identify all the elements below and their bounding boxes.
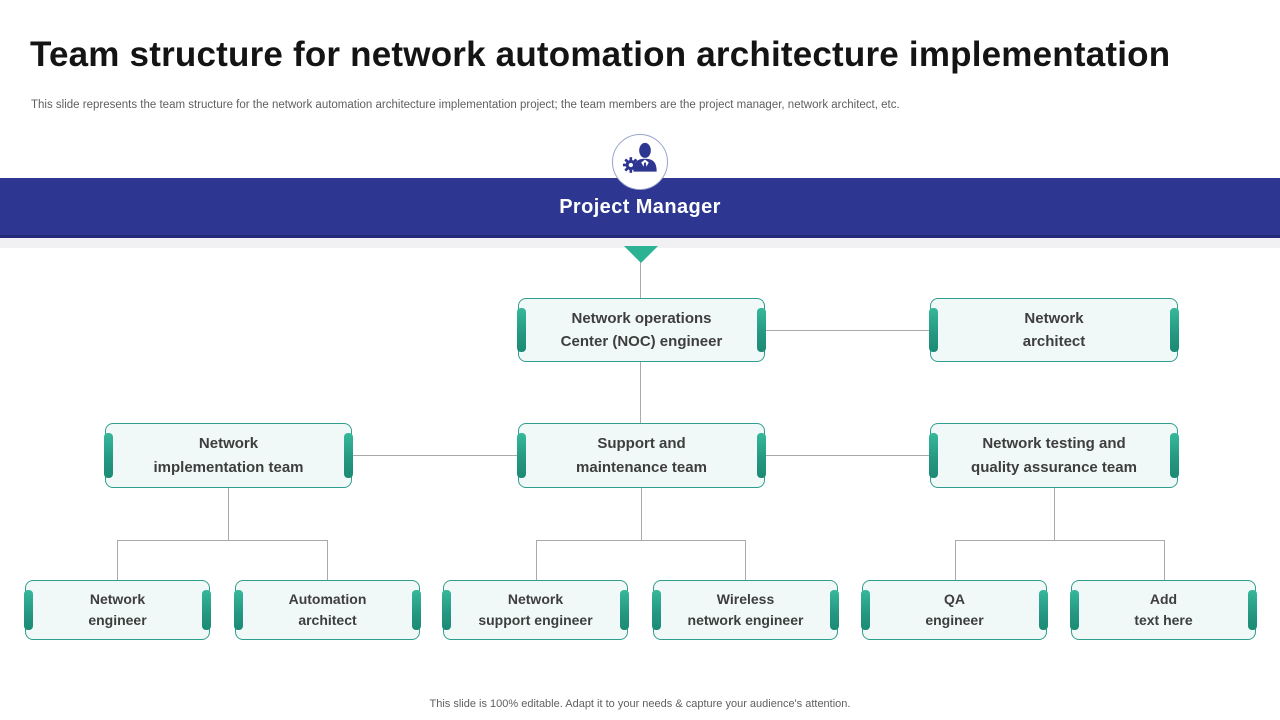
org-node-label: Support and maintenance team: [576, 435, 707, 476]
node-right-cap: [620, 589, 629, 631]
slide-footer-note: This slide is 100% editable. Adapt it to…: [429, 698, 851, 710]
project-manager-label: Project Manager: [559, 196, 721, 218]
org-node-support-maintenance-team[interactable]: Support and maintenance team: [517, 423, 766, 488]
connector-line: [745, 540, 746, 580]
org-node-network-support-engineer[interactable]: Network support engineer: [442, 580, 629, 640]
node-right-cap: [344, 433, 353, 478]
org-node-label: Add text here: [1134, 591, 1193, 628]
org-node-label: Wireless network engineer: [687, 591, 804, 628]
node-right-cap: [830, 589, 839, 631]
org-node-label: Network testing and quality assurance te…: [971, 435, 1137, 476]
node-left-cap: [104, 433, 113, 478]
node-right-cap: [1170, 308, 1179, 352]
node-left-cap: [442, 589, 451, 631]
node-right-cap: [757, 433, 766, 478]
connector-line: [536, 540, 745, 541]
connector-line: [641, 488, 642, 540]
org-node-network-implementation-team[interactable]: Network implementation team: [104, 423, 353, 488]
org-node-automation-architect[interactable]: Automation architect: [234, 580, 421, 640]
org-node-label: Automation architect: [288, 591, 367, 628]
person-with-gear-icon: [620, 140, 660, 185]
banner-down-arrow-icon: [624, 246, 658, 263]
node-left-cap: [24, 589, 33, 631]
connector-line: [765, 455, 930, 456]
org-node-add-text-placeholder[interactable]: Add text here: [1070, 580, 1257, 640]
node-left-cap: [1070, 589, 1079, 631]
connector-line: [765, 330, 930, 331]
org-node-wireless-network-engineer[interactable]: Wireless network engineer: [652, 580, 839, 640]
node-right-cap: [1170, 433, 1179, 478]
connector-line: [955, 540, 1164, 541]
org-node-qa-engineer[interactable]: QA engineer: [861, 580, 1048, 640]
connector-line: [955, 540, 956, 580]
node-left-cap: [652, 589, 661, 631]
node-left-cap: [234, 589, 243, 631]
node-left-cap: [517, 308, 526, 352]
org-node-network-testing-qa-team[interactable]: Network testing and quality assurance te…: [929, 423, 1179, 488]
node-left-cap: [861, 589, 870, 631]
node-right-cap: [1039, 589, 1048, 631]
node-left-cap: [517, 433, 526, 478]
org-node-noc-engineer[interactable]: Network operations Center (NOC) engineer: [517, 298, 766, 362]
org-node-label: Network architect: [1022, 309, 1086, 350]
node-right-cap: [412, 589, 421, 631]
node-right-cap: [202, 589, 211, 631]
connector-line: [1164, 540, 1165, 580]
connector-line: [640, 362, 641, 423]
connector-line: [536, 540, 537, 580]
connector-line: [640, 258, 641, 298]
org-node-label: Network implementation team: [153, 435, 304, 476]
connector-line: [327, 540, 328, 580]
org-node-label: Network engineer: [88, 591, 147, 628]
org-node-network-architect[interactable]: Network architect: [929, 298, 1179, 362]
org-node-network-engineer[interactable]: Network engineer: [24, 580, 211, 640]
slide-subtitle: This slide represents the team structure…: [31, 99, 900, 111]
connector-line: [352, 455, 518, 456]
org-node-label: QA engineer: [925, 591, 984, 628]
node-right-cap: [757, 308, 766, 352]
node-right-cap: [1248, 589, 1257, 631]
connector-line: [117, 540, 327, 541]
banner-shadow-strip: [0, 238, 1280, 248]
org-node-label: Network operations Center (NOC) engineer: [560, 309, 723, 350]
node-left-cap: [929, 433, 938, 478]
project-manager-badge: [612, 134, 668, 190]
node-left-cap: [929, 308, 938, 352]
connector-line: [117, 540, 118, 580]
connector-line: [1054, 488, 1055, 540]
page-title: Team structure for network automation ar…: [30, 35, 1171, 74]
org-node-label: Network support engineer: [478, 591, 593, 628]
connector-line: [228, 488, 229, 540]
